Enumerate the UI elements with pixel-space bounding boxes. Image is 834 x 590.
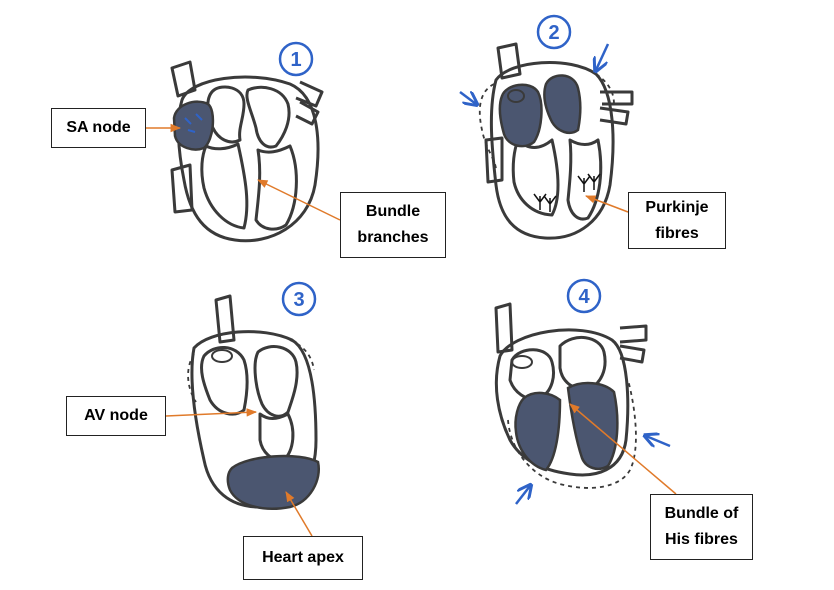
panel-1-number: 1 bbox=[278, 41, 314, 77]
bundle-branches-text-2: branches bbox=[357, 229, 429, 246]
bundle-of-his-pointer bbox=[569, 403, 677, 495]
purkinje-marks bbox=[533, 173, 601, 212]
panel-3-atria-outline-right bbox=[289, 339, 315, 371]
panel-3-number: 3 bbox=[281, 281, 317, 317]
panel-1-heart bbox=[170, 60, 324, 243]
heart-apex-label: Heart apex bbox=[243, 536, 363, 580]
panel-4-ventricle-outline bbox=[507, 379, 637, 489]
svg-text:4: 4 bbox=[578, 286, 590, 308]
panel-2-heart bbox=[484, 42, 634, 240]
blue-arrow-icon bbox=[596, 43, 610, 70]
panel-4-number: 4 bbox=[566, 278, 602, 314]
purkinje-pointer bbox=[585, 195, 629, 213]
av-node-shape bbox=[211, 349, 233, 363]
purkinje-text-2: fibres bbox=[655, 224, 699, 242]
av-node-pointer bbox=[165, 408, 258, 417]
purkinje-text-1: Purkinje bbox=[645, 198, 709, 216]
bundle-of-his-text-1: Bundle of bbox=[664, 505, 739, 522]
svg-text:3: 3 bbox=[293, 289, 304, 311]
bundle-of-his-shading bbox=[514, 381, 619, 472]
bundle-branches-pointer bbox=[257, 179, 341, 221]
blue-arrow-icon bbox=[646, 436, 671, 446]
panel-2-atria-outline bbox=[478, 83, 497, 171]
sa-node-text: SA node bbox=[66, 119, 131, 136]
panel-2-number: 2 bbox=[536, 14, 572, 50]
blue-arrow-icon bbox=[459, 92, 476, 104]
svg-text:2: 2 bbox=[548, 22, 559, 44]
purkinje-label: Purkinje fibres bbox=[628, 192, 726, 249]
panel-3-atria-outline bbox=[187, 353, 197, 403]
av-node-text: AV node bbox=[84, 407, 148, 424]
bundle-of-his-text-2: His fibres bbox=[665, 531, 738, 548]
bundle-branches-label: Bundle branches bbox=[340, 192, 446, 258]
av-node-label: AV node bbox=[66, 396, 166, 436]
sa-node-shading bbox=[172, 100, 215, 151]
bundle-branches-text-1: Bundle bbox=[365, 203, 421, 220]
heart-apex-pointer bbox=[285, 491, 313, 537]
svg-text:1: 1 bbox=[290, 49, 301, 71]
panel-2-atria-shading bbox=[498, 74, 582, 148]
bundle-of-his-label: Bundle of His fibres bbox=[650, 494, 753, 560]
panel-4-heart bbox=[494, 302, 648, 477]
panel-2-atria-outline-right bbox=[595, 73, 615, 105]
blue-arrow-icon bbox=[515, 486, 530, 505]
heart-apex-text: Heart apex bbox=[262, 549, 344, 566]
sa-node-label: SA node bbox=[51, 108, 146, 148]
panel-4-node-shape bbox=[511, 355, 533, 369]
apex-shading bbox=[226, 454, 320, 510]
